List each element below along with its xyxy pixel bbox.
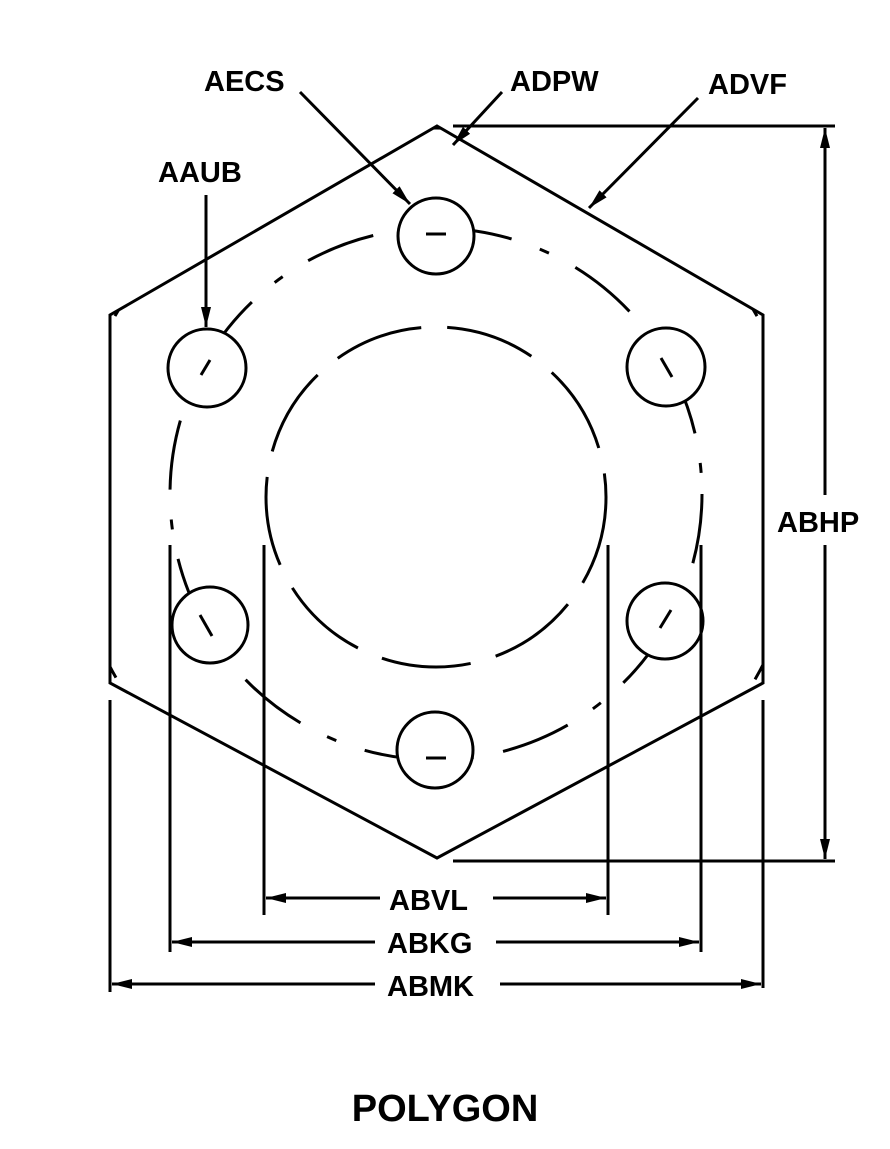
callout-advf: ADVF	[708, 69, 787, 101]
bolt-hole-upper-left	[166, 327, 248, 409]
bolt-hole-lower-left	[170, 585, 250, 665]
dimension-abmk: ABMK	[387, 971, 474, 1003]
chamfer-circle	[110, 126, 763, 858]
bolt-circle	[168, 226, 704, 762]
dimension-abkg: ABKG	[387, 928, 472, 960]
diagram-title: POLYGON	[352, 1088, 539, 1130]
callout-aecs: AECS	[204, 66, 285, 98]
inner-bore-circle	[264, 325, 608, 669]
callout-aaub: AAUB	[158, 157, 242, 189]
hexagon-outline	[108, 124, 765, 860]
dimension-abvl: ABVL	[389, 885, 468, 917]
bolt-hole-bottom	[395, 710, 475, 790]
dimension-abhp: ABHP	[777, 507, 859, 539]
bolt-hole-top	[396, 196, 476, 276]
callout-adpw: ADPW	[510, 66, 599, 98]
